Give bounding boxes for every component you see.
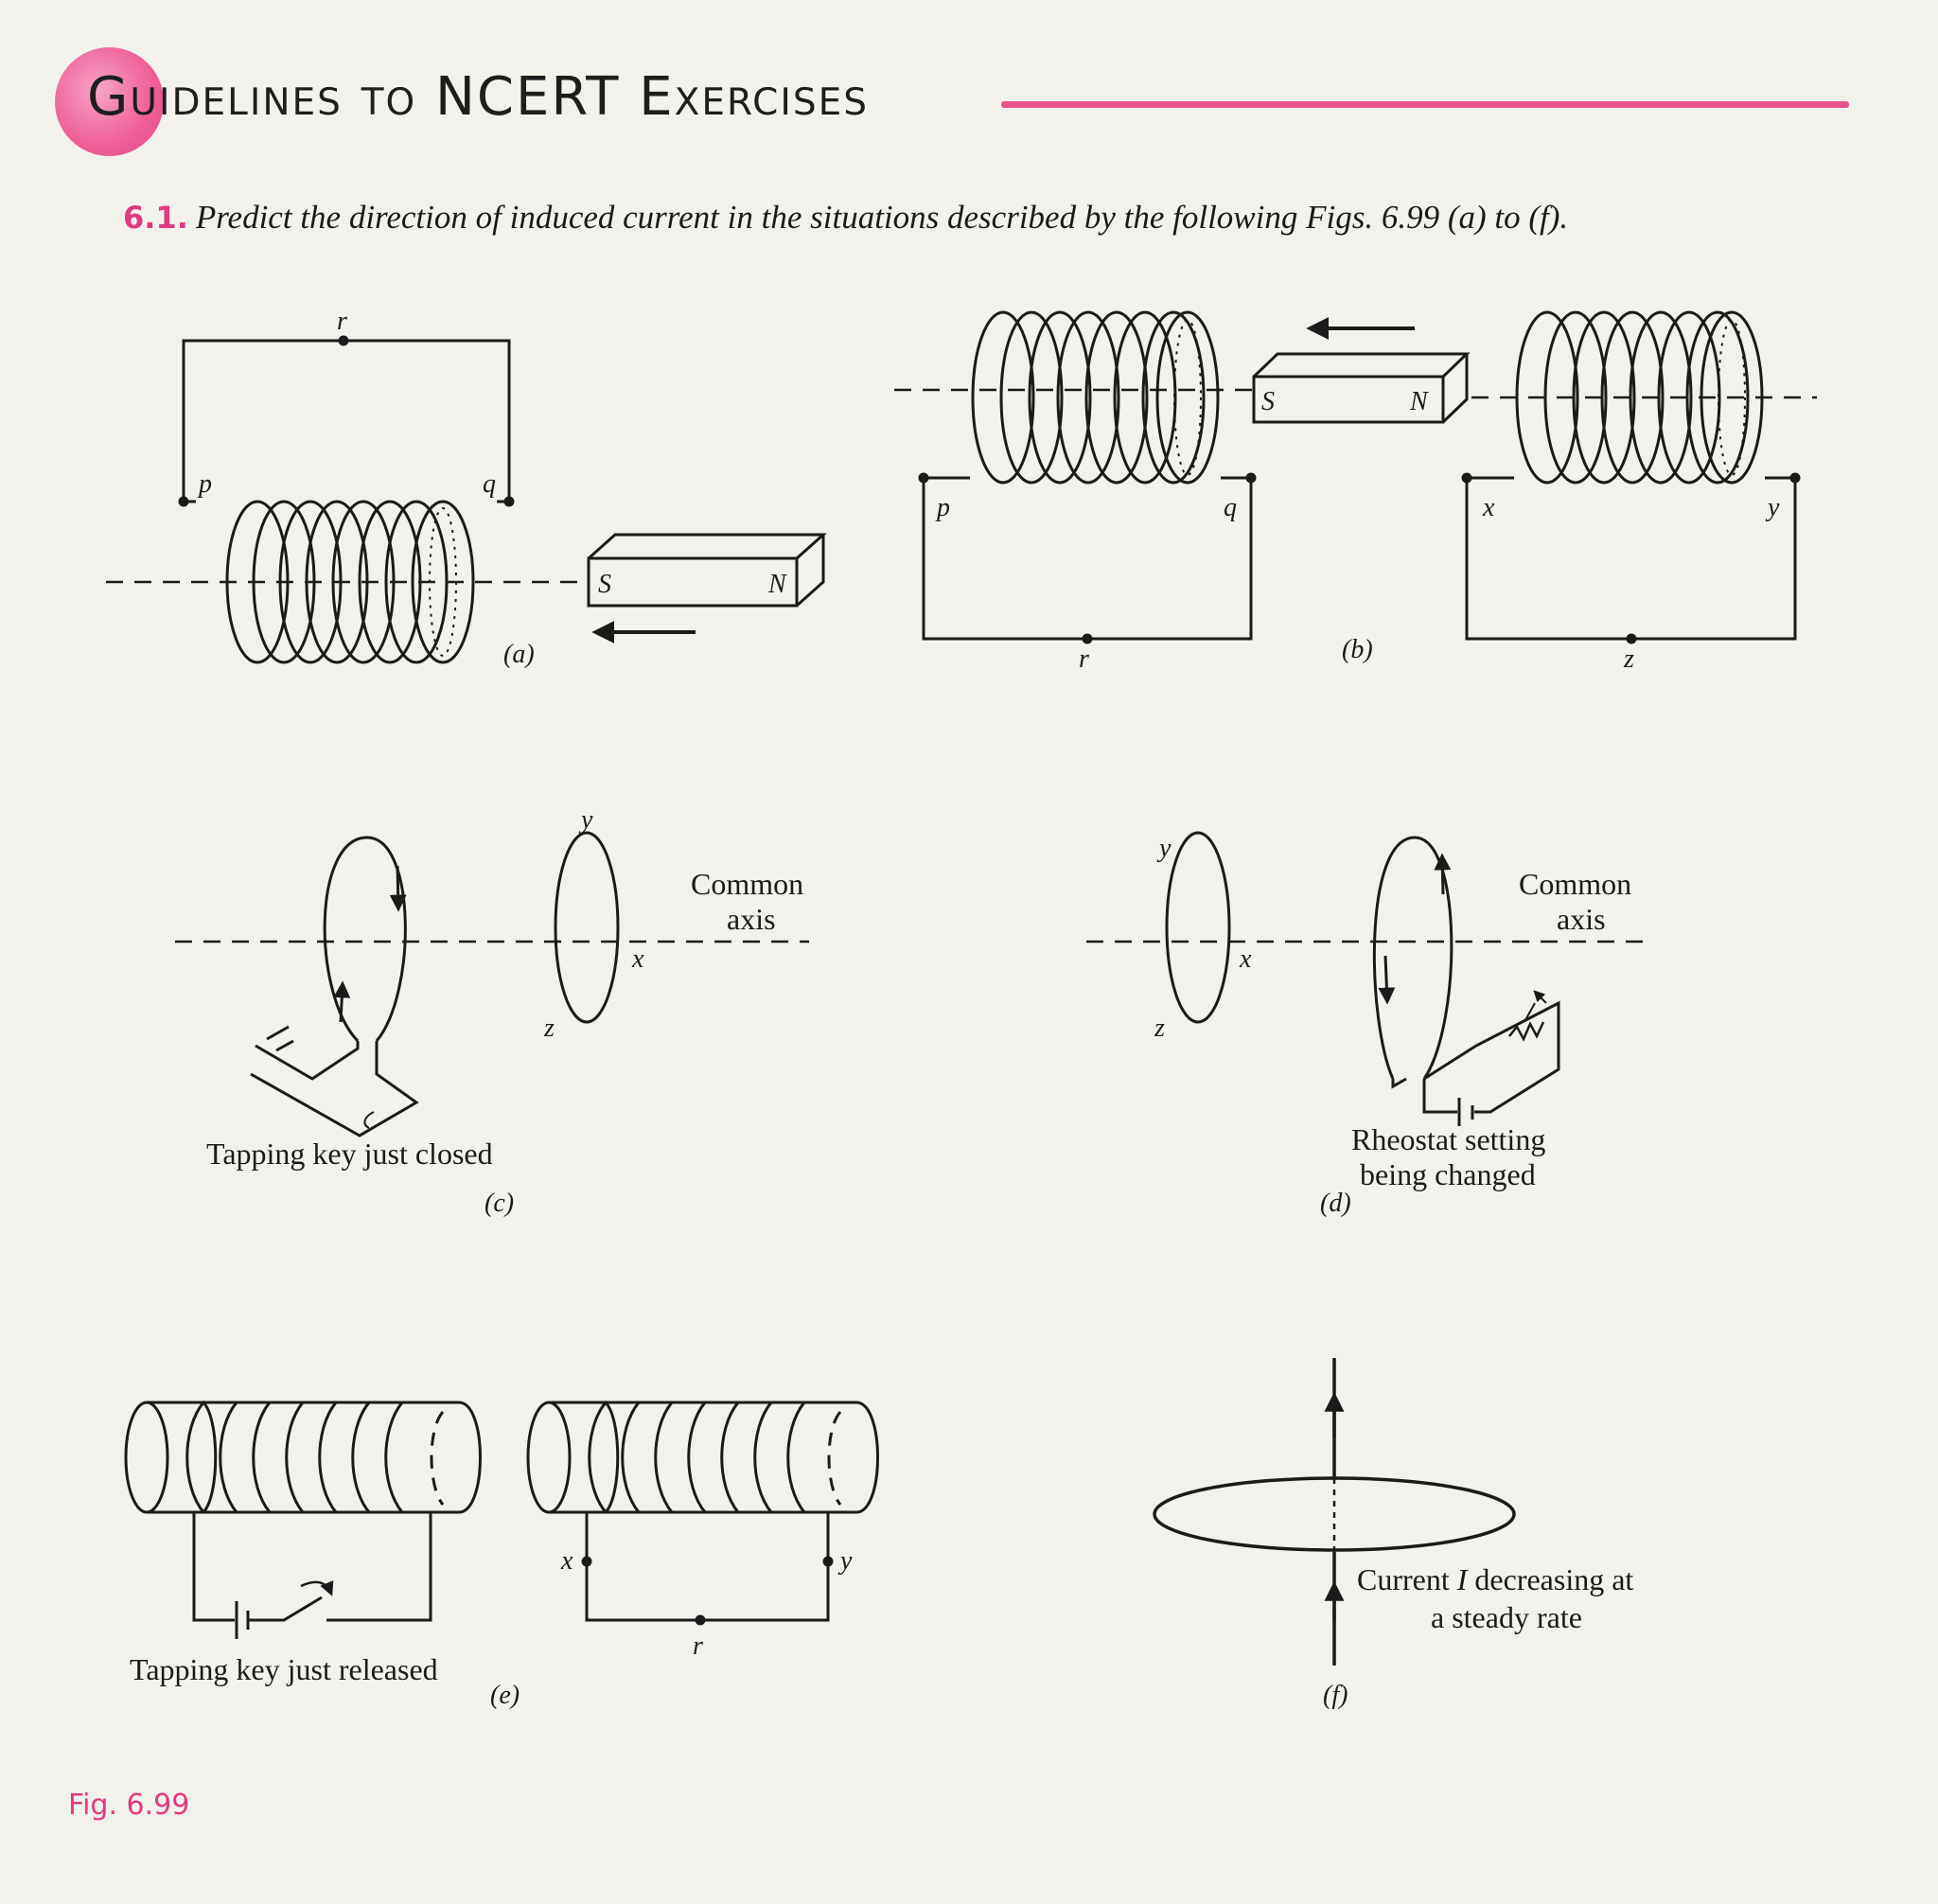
rheostat-circuit-d xyxy=(1391,990,1560,1126)
question-6-1: 6.1.Predict the direction of induced cur… xyxy=(123,199,1568,237)
tapping-key-c xyxy=(250,1025,419,1137)
loop-d-right xyxy=(1372,836,1454,1080)
note-f-line1: Current I decreasing at xyxy=(1357,1562,1633,1596)
terminal-r-b xyxy=(1082,633,1093,644)
caption-c: (c) xyxy=(484,1189,514,1218)
figure-c: y x z Common axis Tapping key just close… xyxy=(175,805,809,1218)
note-d-line2: being changed xyxy=(1360,1157,1536,1191)
loop-arrow-c-down xyxy=(389,865,407,912)
figure-e: x y r Tapping key just released (e) xyxy=(124,1400,879,1710)
point-x-d: x xyxy=(1239,944,1252,974)
point-q-a: q xyxy=(483,469,496,499)
coil-b-left xyxy=(971,310,1220,485)
magnet-s-b: S xyxy=(1261,387,1275,416)
caption-f: (f) xyxy=(1323,1681,1348,1710)
circuit-wire-a xyxy=(182,339,511,503)
loop-arrow-d-down xyxy=(1378,955,1396,1005)
point-p-b: p xyxy=(935,493,950,522)
note-c: Tapping key just closed xyxy=(206,1137,493,1171)
loop-d-left xyxy=(1165,831,1231,1024)
magnet-n-b: N xyxy=(1409,387,1429,416)
magnet-n-a: N xyxy=(767,570,787,599)
figure-b: S N p q r x y z (b) xyxy=(894,310,1817,674)
point-x-b: x xyxy=(1482,493,1495,522)
point-p-a: p xyxy=(197,469,212,499)
page-header-title: Guidelines to NCERT Exercises xyxy=(87,66,870,128)
terminal-p-b xyxy=(918,472,929,484)
point-z-d: z xyxy=(1154,1014,1165,1043)
caption-d: (d) xyxy=(1320,1189,1351,1218)
header-decoration-circle xyxy=(55,47,164,156)
axis-label-c-1: Common xyxy=(691,867,803,901)
bar-magnet-b xyxy=(1252,352,1471,424)
axis-label-c-2: axis xyxy=(727,902,776,936)
point-y-e: y xyxy=(837,1546,853,1576)
terminal-y-b xyxy=(1789,472,1801,484)
winding-e-right xyxy=(588,1400,806,1514)
circuit-wire-e-right xyxy=(585,1512,830,1622)
caption-b: (b) xyxy=(1342,635,1373,664)
point-y-c: y xyxy=(578,805,593,835)
point-y-b: y xyxy=(1765,493,1780,522)
terminal-q-a xyxy=(503,496,515,507)
terminal-q-b xyxy=(1245,472,1257,484)
loop-f xyxy=(1153,1476,1516,1552)
point-r-a: r xyxy=(337,307,347,336)
terminal-y-e xyxy=(822,1556,834,1567)
figure-a: S N r p q (a) xyxy=(106,307,827,669)
point-x-c: x xyxy=(631,944,644,974)
figure-f: Current I decreasing at a steady rate (f… xyxy=(1153,1358,1633,1710)
point-q-b: q xyxy=(1224,493,1237,522)
note-f-pre: Current xyxy=(1357,1562,1457,1596)
point-x-e: x xyxy=(560,1546,573,1576)
note-d-line1: Rheostat setting xyxy=(1351,1122,1545,1156)
point-r-e: r xyxy=(693,1631,703,1661)
question-text: Predict the direction of induced current… xyxy=(195,199,1569,236)
figure-d: y x z Common axis Rheostat setting being… xyxy=(1086,831,1647,1218)
key-arrow-e xyxy=(300,1580,334,1596)
bar-magnet-a xyxy=(587,533,827,608)
header-rule xyxy=(1001,101,1849,108)
winding-e-left xyxy=(185,1400,404,1514)
terminal-r-a xyxy=(338,335,349,346)
axis-label-d-1: Common xyxy=(1519,867,1631,901)
terminal-x-b xyxy=(1461,472,1472,484)
point-z-b: z xyxy=(1623,644,1634,674)
note-f-post: decreasing at xyxy=(1467,1562,1633,1596)
loop-c-right xyxy=(554,831,620,1024)
caption-a: (a) xyxy=(503,640,535,669)
magnet-s-a: S xyxy=(598,570,611,599)
terminal-z-b xyxy=(1626,633,1637,644)
note-f-line2: a steady rate xyxy=(1431,1600,1582,1634)
axis-label-d-2: axis xyxy=(1557,902,1606,936)
circuit-wire-b-right xyxy=(1465,476,1797,641)
terminal-x-e xyxy=(581,1556,592,1567)
terminal-r-e xyxy=(695,1614,706,1626)
circuit-wire-e-left xyxy=(192,1512,432,1622)
point-r-b: r xyxy=(1079,644,1089,674)
coil-b-right xyxy=(1515,310,1764,485)
loop-c-left xyxy=(323,836,407,1043)
point-y-d: y xyxy=(1156,834,1172,863)
circuit-wire-b-left xyxy=(922,476,1253,641)
terminal-p-a xyxy=(178,496,189,507)
figure-label: Fig. 6.99 xyxy=(68,1789,190,1822)
point-z-c: z xyxy=(543,1014,555,1043)
question-number: 6.1. xyxy=(123,200,188,236)
note-f-var: I xyxy=(1456,1562,1469,1596)
loop-arrow-d-up xyxy=(1434,853,1452,895)
loop-arrow-c-up xyxy=(333,980,351,1023)
note-e: Tapping key just released xyxy=(130,1652,438,1686)
cylinder-e-right xyxy=(526,1401,879,1514)
cylinder-e-left xyxy=(124,1401,482,1514)
caption-e: (e) xyxy=(490,1681,520,1710)
